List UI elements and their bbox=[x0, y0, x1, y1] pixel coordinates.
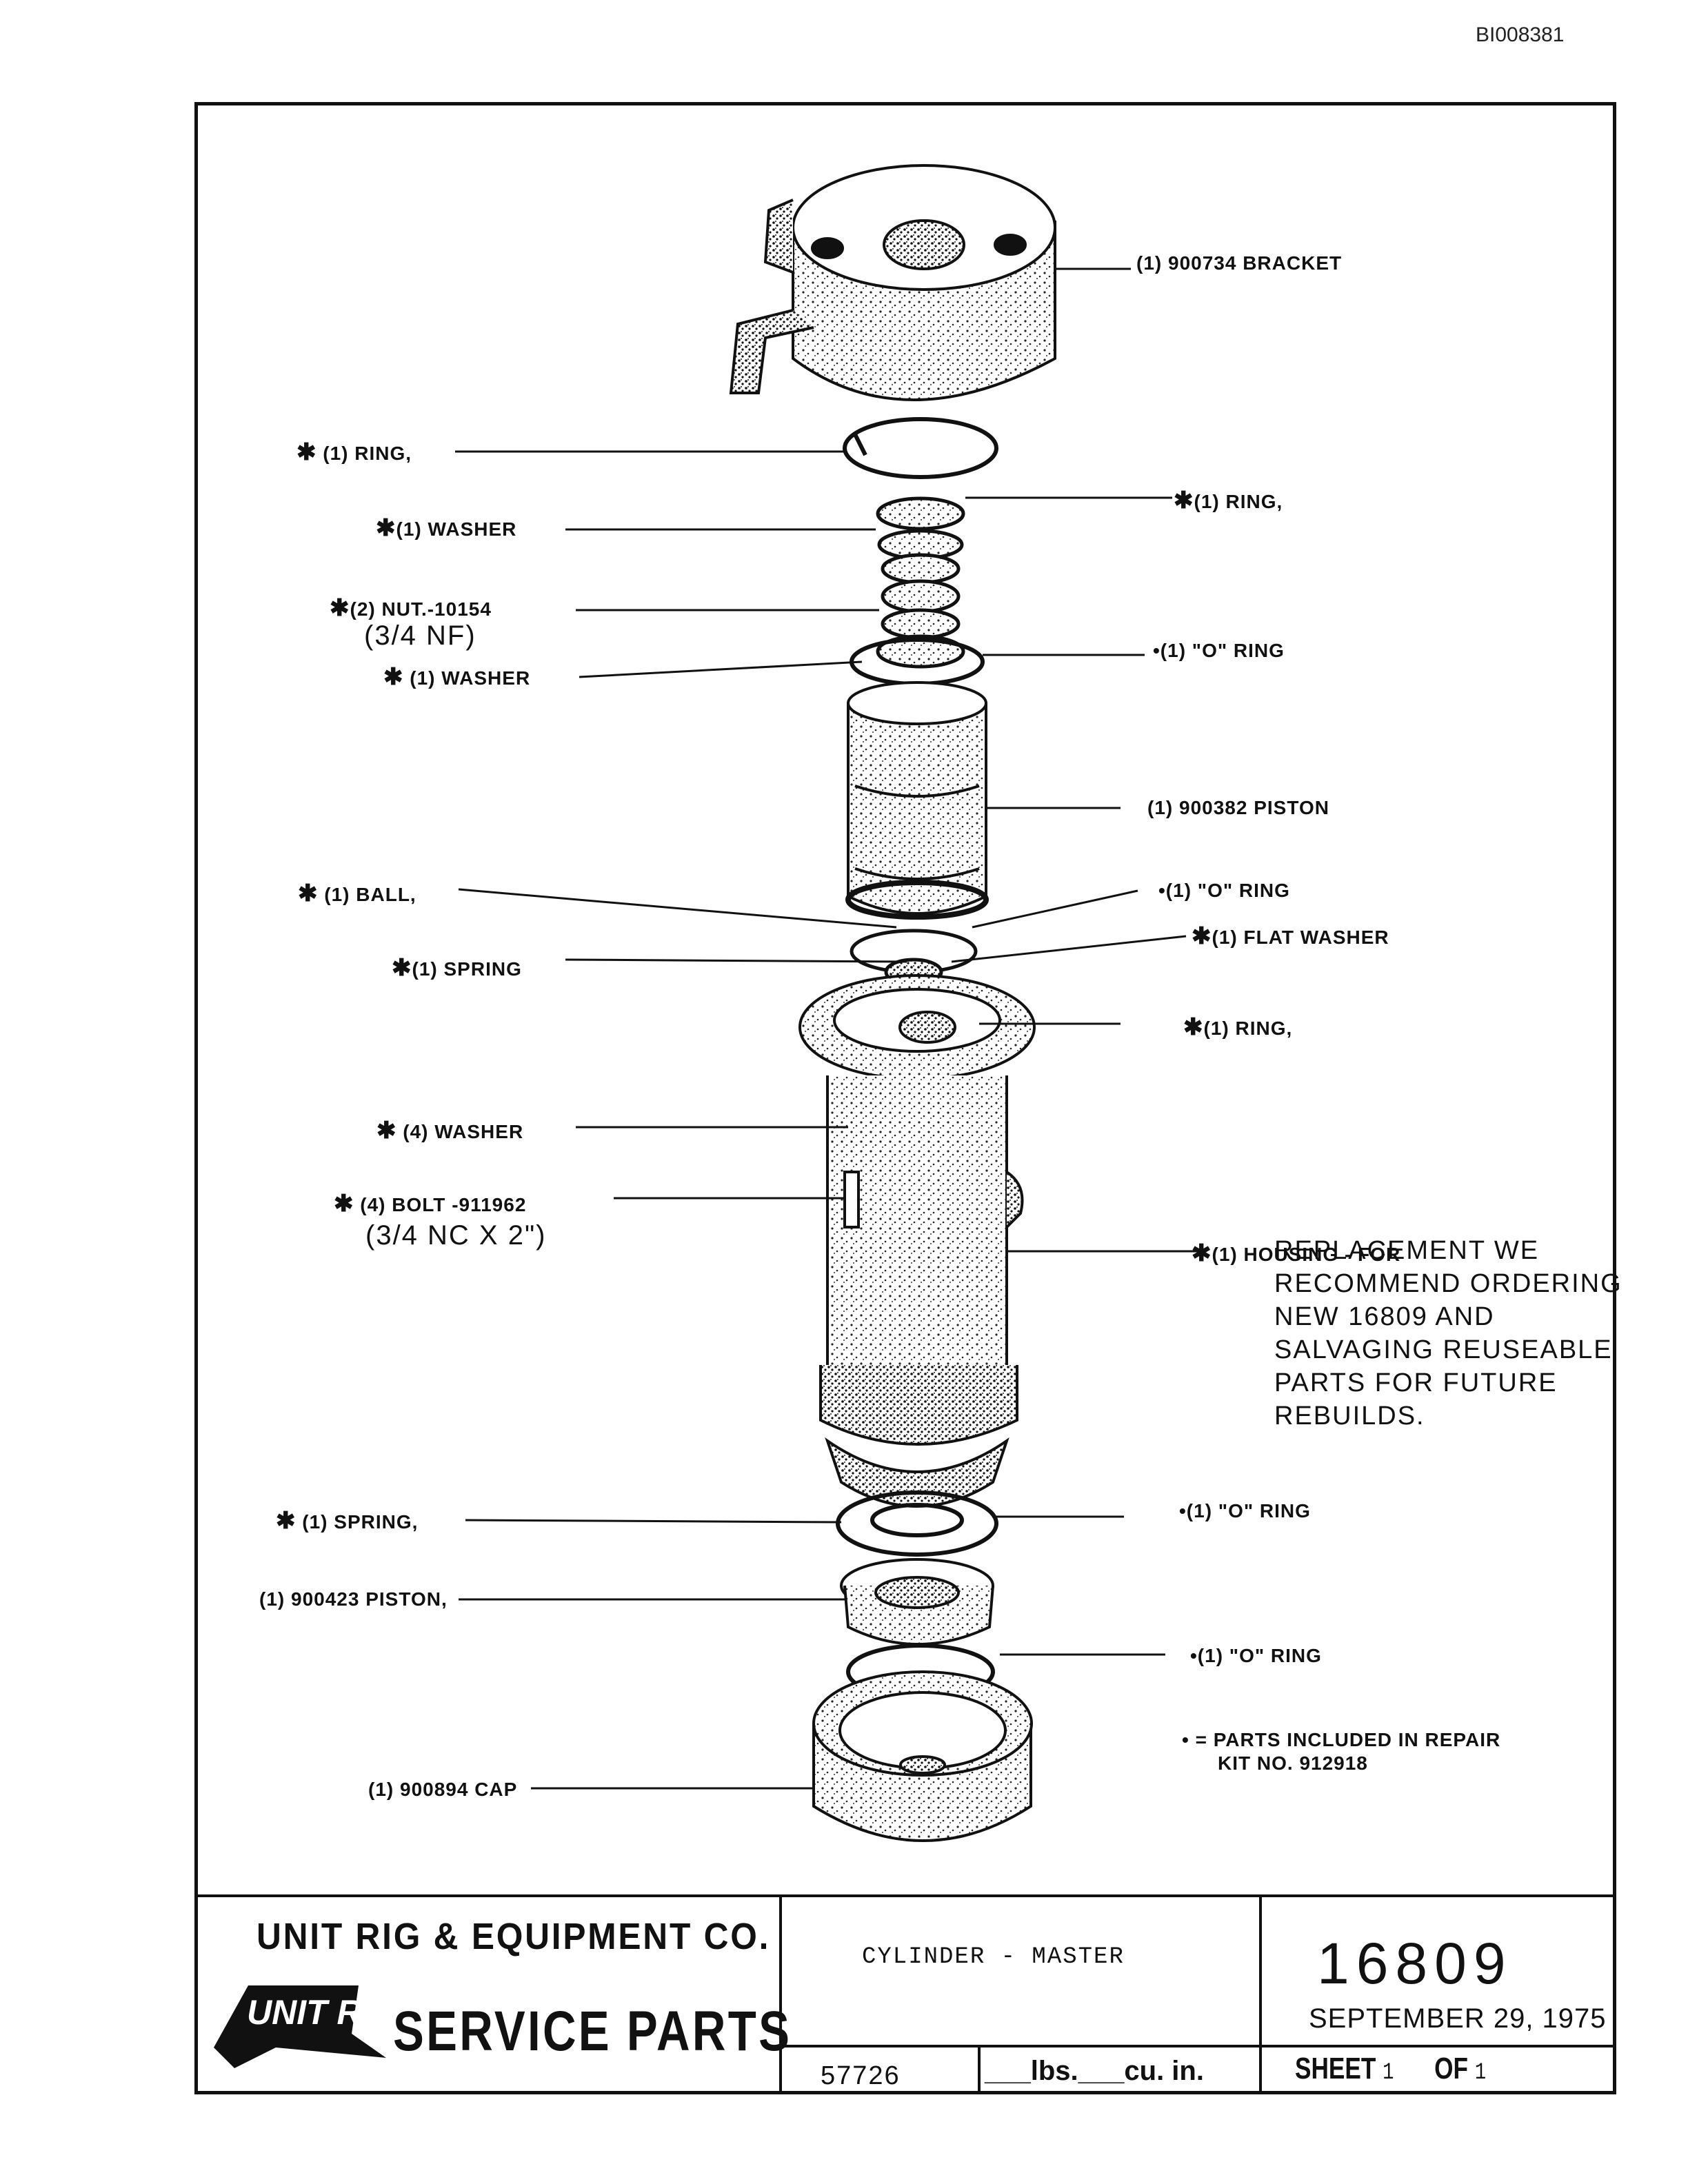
ring-top bbox=[843, 417, 998, 479]
label-o-ring-4: •(1) "O" RING bbox=[1190, 1645, 1322, 1666]
sheet-number: 1 bbox=[1383, 2060, 1394, 2086]
label-washer-4: ✱ (4) WASHER bbox=[376, 1118, 524, 1144]
asterisk-icon: ✱ bbox=[376, 1118, 397, 1144]
sheet-info: SHEET 1 OF 1 bbox=[1295, 2052, 1486, 2086]
housing-note: REPLACEMENT WE RECOMMEND ORDERING NEW 16… bbox=[1274, 1234, 1622, 1433]
repair-kit-note: • = PARTS INCLUDED IN REPAIR bbox=[1182, 1729, 1501, 1750]
asterisk-icon: ✱ bbox=[298, 880, 319, 907]
unit-rig-logo: UNIT RIG bbox=[247, 1993, 399, 2032]
label-washer-2: ✱ (1) WASHER bbox=[383, 664, 531, 690]
label-nut-size: (3/4 NF) bbox=[364, 620, 476, 651]
housing-note-line: REPLACEMENT WE bbox=[1274, 1236, 1540, 1265]
housing-note-line: PARTS FOR FUTURE bbox=[1274, 1368, 1558, 1397]
asterisk-icon: ✱ bbox=[334, 1191, 354, 1217]
label-piston-upper: (1) 900382 PISTON bbox=[1147, 797, 1329, 818]
sheet-total: 1 bbox=[1474, 2060, 1487, 2086]
housing-note-line: NEW 16809 AND bbox=[1274, 1302, 1495, 1331]
label-piston-lower: (1) 900423 PISTON, bbox=[259, 1588, 448, 1610]
piston-upper-part bbox=[845, 681, 989, 920]
label-bolt-size: (3/4 NC X 2") bbox=[365, 1220, 547, 1251]
label-cap: (1) 900894 CAP bbox=[368, 1779, 518, 1800]
asterisk-icon: ✱ bbox=[1183, 1014, 1204, 1040]
label-ball: ✱ (1) BALL, bbox=[298, 880, 416, 907]
label-ring-top-left: ✱ (1) RING, bbox=[297, 439, 412, 465]
title-block-description-cell bbox=[779, 1894, 1262, 2048]
of-label: OF bbox=[1434, 2052, 1469, 2085]
part-description: CYLINDER - MASTER bbox=[862, 1944, 1125, 1970]
lbs-cu-in-field: ___lbs.___cu. in. bbox=[985, 2056, 1204, 2086]
piston-lower-part bbox=[840, 1558, 994, 1646]
label-flat-washer: ✱(1) FLAT WASHER bbox=[1192, 923, 1389, 949]
label-bracket: (1) 900734 BRACKET bbox=[1136, 252, 1343, 274]
housing-note-line: SALVAGING REUSEABLE bbox=[1274, 1335, 1613, 1364]
asterisk-icon: ✱ bbox=[392, 955, 412, 981]
weight-value: 57726 bbox=[821, 2061, 901, 2090]
cap-part bbox=[812, 1670, 1033, 1842]
asterisk-icon: ✱ bbox=[297, 439, 317, 465]
asterisk-icon: ✱ bbox=[330, 595, 350, 621]
label-ring-top-right: ✱(1) RING, bbox=[1174, 487, 1283, 514]
document-id: BI008381 bbox=[1476, 23, 1565, 46]
drawing-date: SEPTEMBER 29, 1975 bbox=[1309, 2003, 1607, 2034]
label-o-ring-1: •(1) "O" RING bbox=[1153, 640, 1285, 661]
asterisk-icon: ✱ bbox=[276, 1508, 297, 1534]
asterisk-icon: ✱ bbox=[1192, 1240, 1212, 1266]
drawing-number: 16809 bbox=[1317, 1931, 1513, 1996]
leader-lines bbox=[455, 267, 1200, 1790]
label-bolt: ✱ (4) BOLT -911962 bbox=[334, 1191, 527, 1217]
washer-nut-stack bbox=[876, 496, 965, 669]
o-ring-lower bbox=[836, 1490, 998, 1557]
label-spring-1: ✱(1) SPRING bbox=[392, 955, 522, 981]
housing-note-line: RECOMMEND ORDERING bbox=[1274, 1269, 1622, 1298]
label-nut: ✱(2) NUT.-10154 bbox=[330, 595, 492, 621]
label-washer-1: ✱(1) WASHER bbox=[376, 515, 517, 541]
asterisk-icon: ✱ bbox=[383, 664, 404, 690]
company-name: UNIT RIG & EQUIPMENT CO. bbox=[257, 1916, 771, 1957]
asterisk-icon: ✱ bbox=[1192, 923, 1212, 949]
housing-note-line: REBUILDS. bbox=[1274, 1402, 1425, 1430]
asterisk-icon: ✱ bbox=[376, 515, 396, 541]
service-parts-heading: SERVICE PARTS bbox=[393, 2000, 792, 2063]
label-housing: ✱(1) HOUSING - FOR bbox=[1192, 1240, 1401, 1266]
asterisk-icon: ✱ bbox=[1174, 487, 1194, 514]
housing-part bbox=[798, 974, 1036, 1508]
label-o-ring-3: •(1) "O" RING bbox=[1179, 1500, 1311, 1521]
label-o-ring-2: •(1) "O" RING bbox=[1158, 880, 1290, 901]
repair-kit-number: KIT NO. 912918 bbox=[1218, 1752, 1368, 1774]
title-block-sheet-cell bbox=[1259, 2045, 1616, 2094]
unit-rig-logo-shape bbox=[214, 1985, 386, 2068]
sheet-label: SHEET bbox=[1295, 2052, 1376, 2085]
label-ring-mid: ✱(1) RING, bbox=[1183, 1014, 1293, 1040]
bracket-part bbox=[729, 164, 1056, 401]
label-spring-2: ✱ (1) SPRING, bbox=[276, 1508, 419, 1534]
